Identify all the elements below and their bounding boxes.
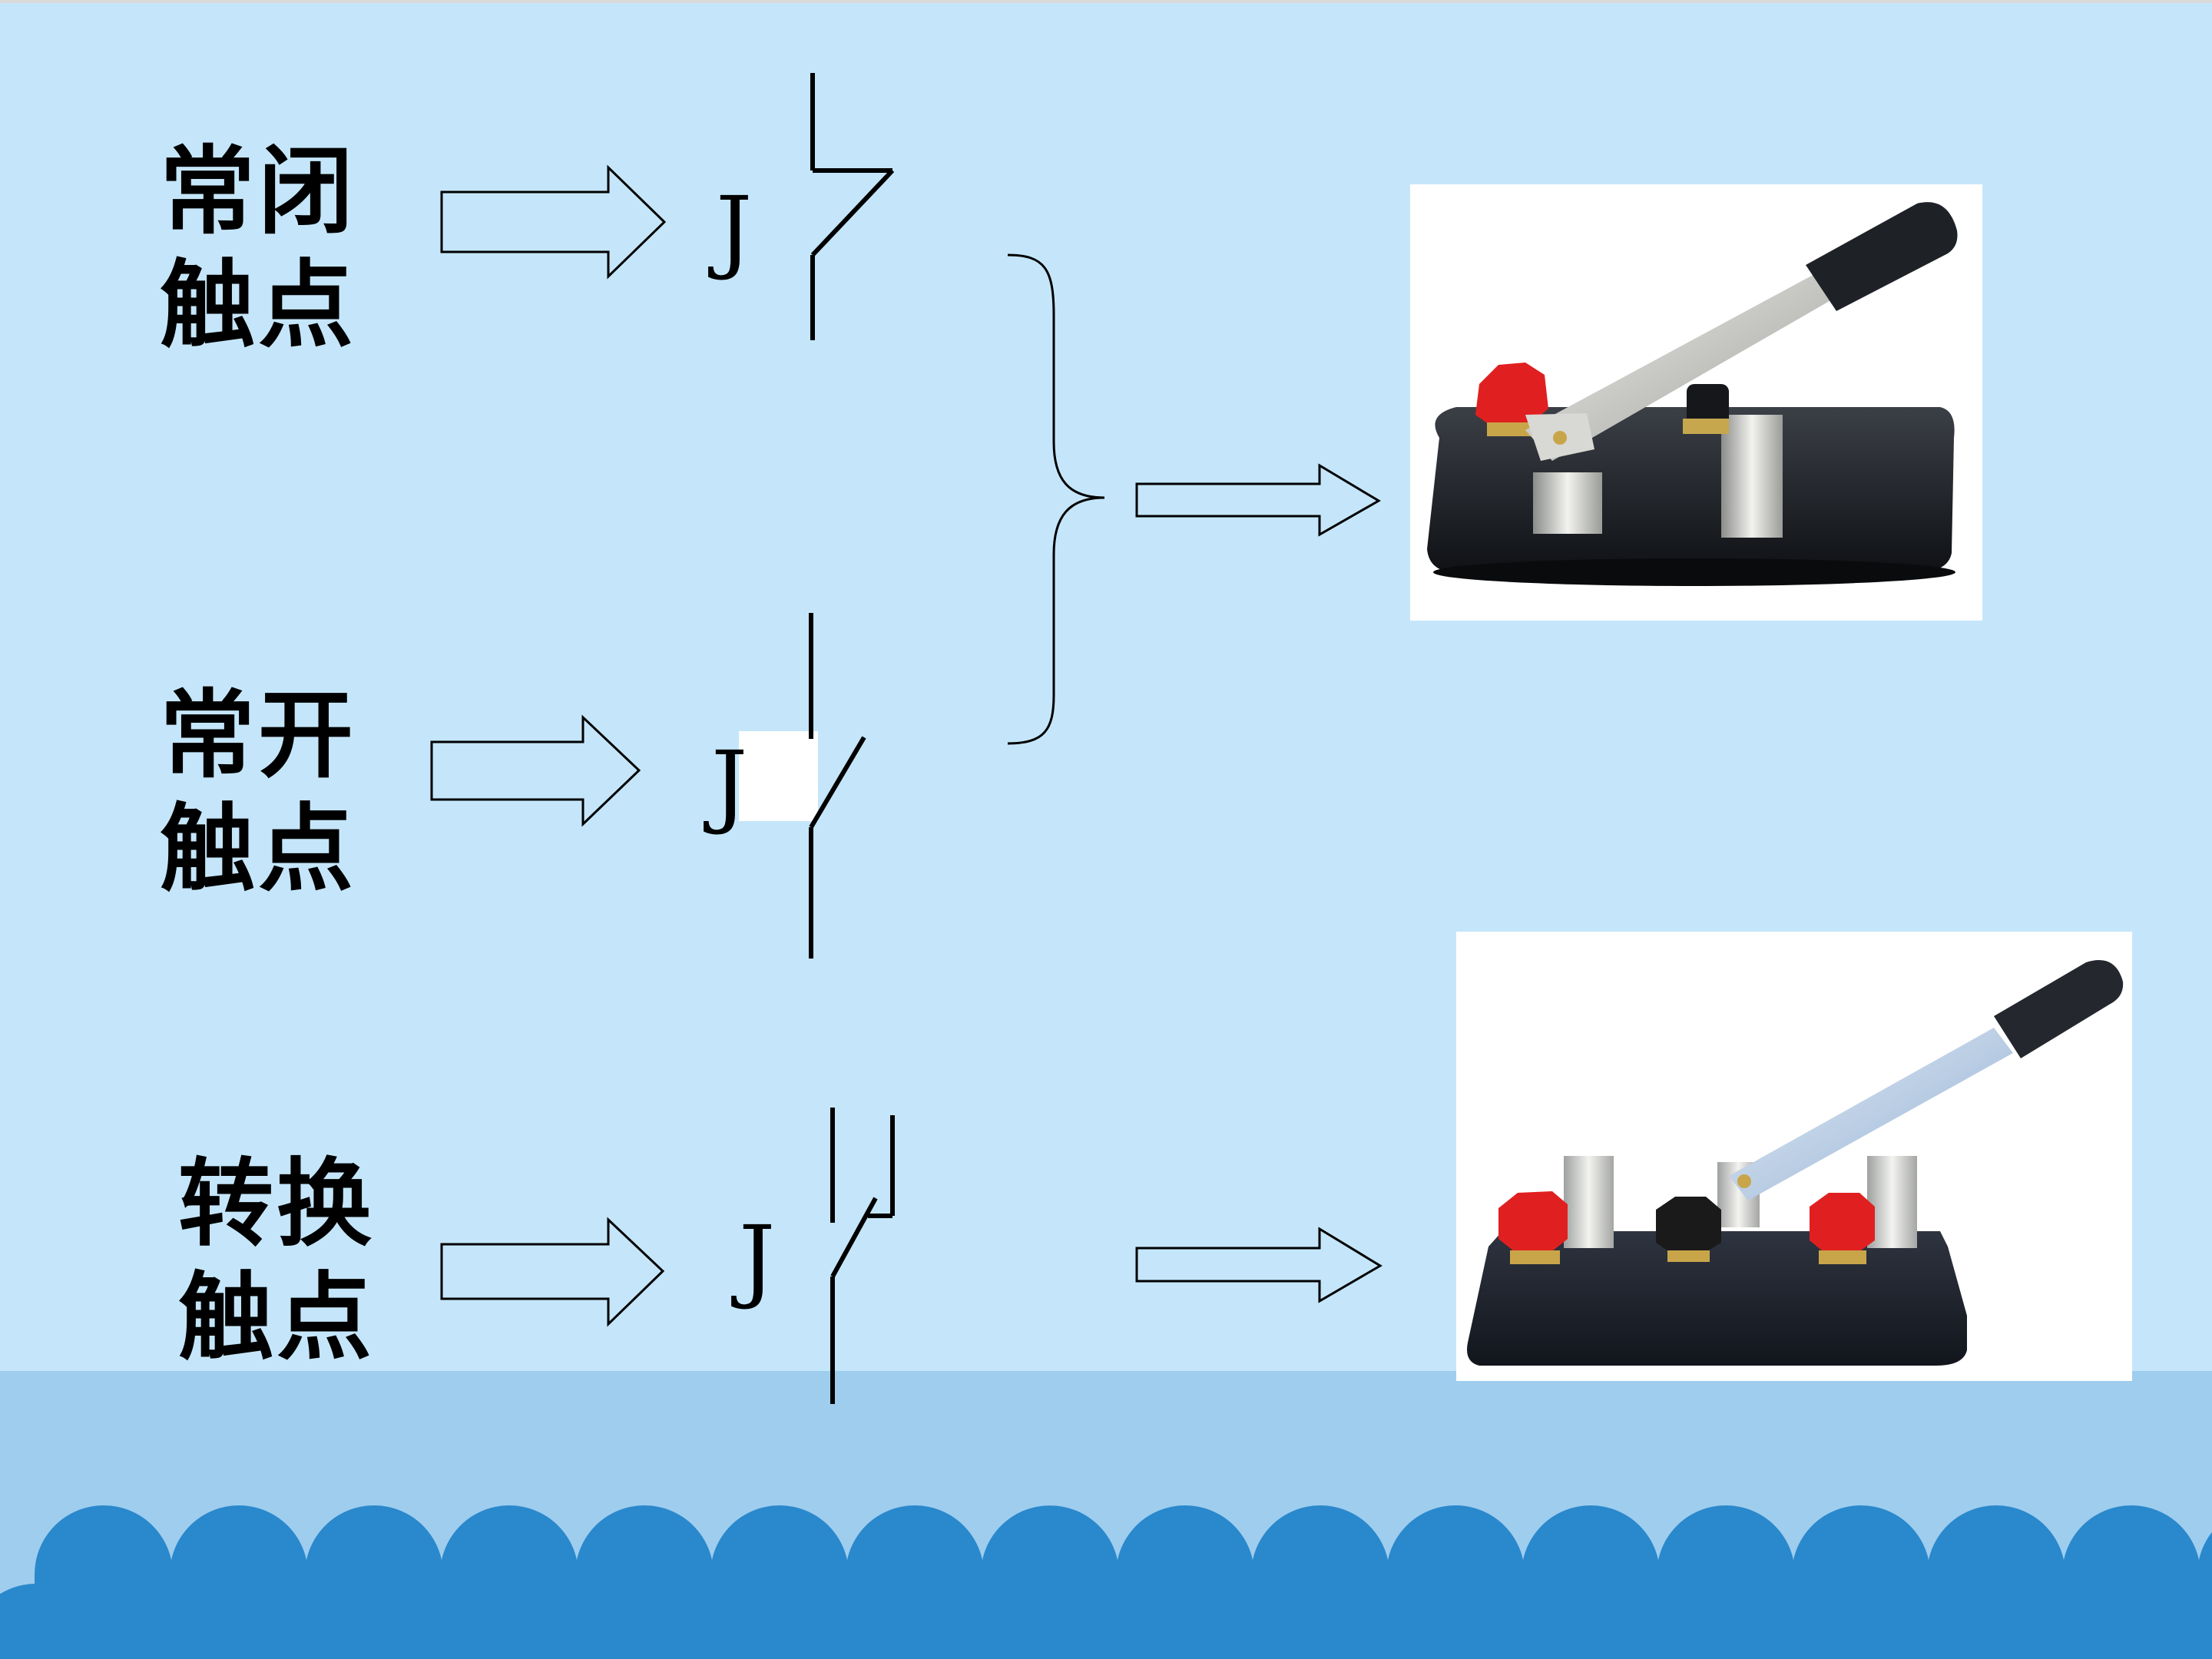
wave-scallop [1724,1584,1863,1659]
wave-scallop [237,1584,376,1659]
wave-scallop [1048,1584,1187,1659]
wave-scallop [643,1584,781,1659]
footer-waves [0,1505,2212,1659]
arrow-changeover [440,1217,665,1327]
label-highlight [739,731,818,821]
single-throw-switch-photo [1410,184,1982,621]
normally-closed-symbol [810,73,895,340]
changeover-coil-label: J [731,1206,775,1312]
normally-open-symbol [809,613,866,959]
arrow-to-single-throw-photo [1135,463,1381,537]
normally-closed-label: 常闭 触点 [160,135,356,363]
wave-scallop [508,1584,646,1659]
normally-open-line2: 触点 [160,794,357,905]
normally-closed-line1: 常闭 [160,137,357,247]
normally-open-line1: 常开 [160,680,357,791]
normally-open-coil-label: J [704,731,747,837]
wave-scallop [1319,1584,1457,1659]
curly-brace [1007,253,1105,745]
wave-scallop [1859,1584,1998,1659]
arrow-normally-closed [440,164,667,280]
changeover-label: 转换 触点 [178,1147,375,1375]
changeover-symbol [830,1108,895,1404]
wave-scallop [1454,1584,1592,1659]
top-border [0,0,2212,3]
double-throw-switch-photo [1456,932,2132,1381]
wave-scallop [0,1584,105,1659]
wave-scallop [1995,1584,2133,1659]
wave-scallop [102,1584,240,1659]
changeover-line2: 触点 [178,1263,376,1373]
arrows [430,164,1382,1327]
arrow-normally-open [430,714,641,827]
wave-scallop [2130,1584,2212,1659]
wave-scallop [373,1584,511,1659]
wave-scallop [1589,1584,1727,1659]
normally-open-label: 常开 触点 [160,679,356,906]
normally-closed-coil-label: J [708,177,752,283]
normally-closed-line2: 触点 [160,250,357,361]
wave-scallop [913,1584,1051,1659]
wave-scallop [1184,1584,1322,1659]
wave-scallop [778,1584,916,1659]
changeover-line1: 转换 [178,1149,376,1260]
arrow-to-double-throw-photo [1135,1227,1382,1303]
